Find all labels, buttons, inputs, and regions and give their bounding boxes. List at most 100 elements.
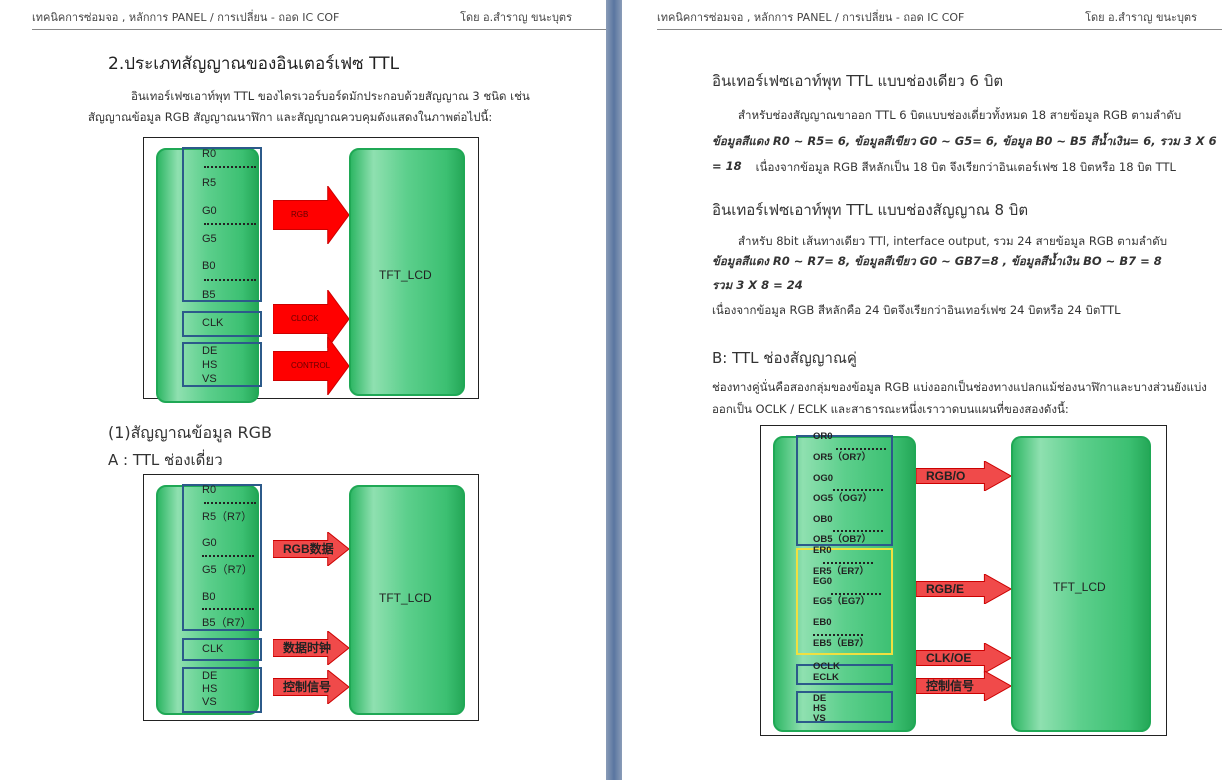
ellipsis-dots [204, 279, 256, 281]
ellipsis-dots [204, 223, 256, 225]
signal-label: G0 [202, 205, 217, 217]
signal-arrow [273, 186, 349, 244]
ellipsis-dots [202, 555, 254, 557]
paragraph-line: สัญญาณข้อมูล RGB สัญญาณนาฬิกา และสัญญาณค… [88, 110, 493, 124]
signal-group-frame [182, 311, 262, 337]
header-left: เทคนิคการซ่อมจอ , หลักการ PANEL / การเปล… [657, 11, 965, 24]
arrow-label: CLOCK [291, 314, 319, 323]
arrow-label: 数据时钟 [283, 641, 332, 655]
signal-label: CLK [202, 317, 224, 329]
page-gap [606, 0, 622, 780]
heading-6bit: อินเทอร์เฟซเอาท์พุท TTL แบบช่องเดียว 6 บ… [712, 72, 1004, 90]
signal-group-frame [182, 638, 262, 661]
page-header: เทคนิคการซ่อมจอ , หลักการ PANEL / การเปล… [32, 11, 572, 25]
paragraph-line: เนื่องจากข้อมูล RGB สีหลักคือ 24 บิตจึงเ… [712, 303, 1121, 317]
arrow-label: RGB/O [926, 469, 966, 483]
ellipsis-dots [823, 562, 873, 564]
paragraph-line: อินเทอร์เฟซเอาท์พุท TTL ของไดรเวอร์บอร์ด… [131, 89, 530, 103]
signal-label: EG0 [813, 576, 833, 587]
tft-lcd-block [1011, 436, 1151, 732]
signal-label: HS [202, 359, 218, 371]
signal-label: G0 [202, 537, 217, 549]
signal-label: DE [202, 345, 218, 357]
signal-arrow [273, 337, 349, 395]
signal-arrow [916, 643, 1011, 673]
source-block [156, 485, 259, 715]
paragraph-line: สำหรับ 8bit เส้นทางเดียว TTl, interface … [738, 234, 1168, 248]
signal-group-frame [796, 664, 893, 685]
signal-label: ECLK [813, 672, 839, 683]
signal-label: OR0 [813, 431, 833, 442]
signal-label: HS [813, 703, 827, 714]
signal-label: EG5（EG7） [813, 596, 871, 607]
paragraph-line: ข้อมูลสีแดง R0 ~ R7= 8, ข้อมูลสีเขียว G0… [712, 254, 1162, 268]
signal-label: DE [813, 693, 827, 704]
heading-8bit: อินเทอร์เฟซเอาท์พุท TTL แบบช่องสัญญาณ 8 … [712, 201, 1029, 219]
tft-lcd-block [349, 485, 465, 715]
signal-label: VS [202, 696, 217, 708]
signal-group-frame [182, 484, 262, 631]
signal-group-frame [182, 667, 262, 713]
header-divider [32, 29, 606, 30]
arrow-label: RGB/E [926, 582, 965, 596]
paragraph-line: ออกเป็น OCLK / ECLK และสาธารณะหนึ่งเราวา… [712, 402, 1069, 416]
signal-label: R5（R7） [202, 511, 253, 523]
signal-arrow [273, 290, 349, 348]
header-right: โดย อ.สำราญ ขนะบุตร [1085, 11, 1197, 24]
signal-label: DE [202, 670, 218, 682]
signal-label: R5 [202, 177, 217, 189]
signal-label: ER0 [813, 545, 832, 556]
header-divider [657, 29, 1222, 30]
arrow-label: CONTROL [291, 361, 331, 370]
paragraph-line: ช่องทางคู่นั่นคือสองกลุ่มของข้อมูล RGB แ… [712, 380, 1207, 394]
signal-group-frame [796, 548, 893, 655]
tft-lcd-label: TFT_LCD [1053, 580, 1106, 594]
signal-arrow [273, 631, 349, 665]
signal-label: HS [202, 683, 218, 695]
signal-label: OB0 [813, 514, 833, 525]
tft-lcd-label: TFT_LCD [379, 268, 432, 282]
signal-arrow [273, 532, 349, 566]
ellipsis-dots [202, 608, 254, 610]
signal-arrow [916, 574, 1011, 604]
signal-label: OR5（OR7） [813, 452, 872, 463]
ellipsis-dots [836, 448, 886, 450]
ellipsis-dots [831, 593, 881, 595]
signal-label: CLK [202, 643, 224, 655]
signal-group-frame [182, 147, 262, 302]
signal-label: G5（R7） [202, 564, 253, 576]
signal-label: OG5（OG7） [813, 493, 873, 504]
paragraph-line: เนื่องจากข้อมูล RGB สีหลักเป็น 18 บิต จึ… [755, 160, 1176, 174]
arrow-label: RGB [291, 210, 309, 219]
source-block [156, 148, 259, 403]
subsection-title: (1)สัญญาณข้อมูล RGB [108, 423, 272, 442]
signal-label: G5 [202, 233, 217, 245]
page-header: เทคนิคการซ่อมจอ , หลักการ PANEL / การเปล… [657, 11, 1197, 25]
heading-dual: B: TTL ช่องสัญญาณคู่ [712, 349, 857, 367]
paragraph-line: = 18 [712, 159, 742, 173]
signal-group-frame [796, 691, 893, 723]
signal-label: OG0 [813, 473, 834, 484]
arrow-label: RGB数据 [283, 542, 334, 556]
ellipsis-dots [204, 502, 256, 504]
signal-arrow [273, 670, 349, 704]
ellipsis-dots [833, 530, 883, 532]
signal-group-frame [182, 342, 262, 387]
signal-label: B0 [202, 591, 216, 603]
ellipsis-dots [813, 634, 863, 636]
paragraph-line: ข้อมูลสีแดง R0 ~ R5= 6, ข้อมูลสีเขียว G0… [712, 134, 1217, 148]
signal-arrow [916, 461, 1011, 491]
tft-lcd-block [349, 148, 465, 396]
tft-lcd-label: TFT_LCD [379, 591, 432, 605]
signal-label: R0 [202, 148, 217, 160]
ellipsis-dots [204, 166, 256, 168]
section-title: 2.ประเภทสัญญาณของอินเตอร์เฟซ TTL [108, 54, 400, 74]
signal-group-frame [796, 435, 893, 546]
arrow-label: 控制信号 [283, 680, 332, 694]
signal-label: VS [813, 713, 826, 724]
signal-label: EB0 [813, 617, 832, 628]
signal-label: EB5（EB7） [813, 638, 869, 649]
